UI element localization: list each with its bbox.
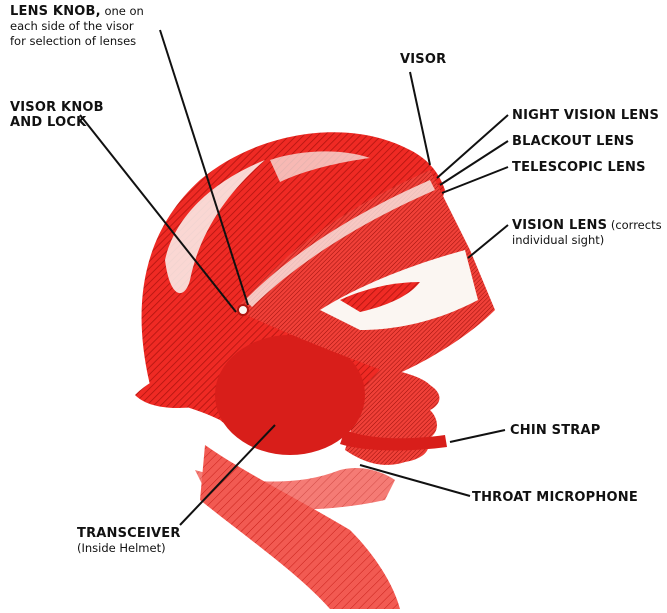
transceiver-title: TRANSCEIVER	[77, 526, 181, 541]
lens-knob-text-3: for selection of lenses	[10, 34, 136, 48]
label-transceiver: TRANSCEIVER (Inside Helmet)	[77, 526, 181, 556]
label-throat-microphone: THROAT MICROPHONE	[472, 490, 638, 505]
label-telescopic-lens: TELESCOPIC LENS	[512, 160, 646, 175]
vision-lens-title: VISION LENS	[512, 218, 607, 233]
label-chin-strap: CHIN STRAP	[510, 423, 601, 438]
label-lens-knob: LENS KNOB, one on each side of the visor…	[10, 4, 144, 49]
leader-vision-lens	[468, 225, 508, 258]
transceiver-sub: (Inside Helmet)	[77, 541, 166, 555]
lens-knob-text-2: each side of the visor	[10, 19, 134, 33]
lens-knob-text-1: one on	[101, 4, 144, 18]
label-blackout-lens: BLACKOUT LENS	[512, 134, 634, 149]
lens-knob-title: LENS KNOB,	[10, 4, 101, 19]
leader-visor	[410, 72, 430, 165]
label-visor-knob: VISOR KNOB AND LOCK	[10, 100, 104, 130]
helmet-brim	[135, 372, 210, 408]
visor-knob-line-2: AND LOCK	[10, 115, 86, 130]
label-vision-lens: VISION LENS (corrects individual sight)	[512, 218, 662, 248]
lens-knob-icon	[238, 305, 248, 315]
leader-telescopic	[442, 167, 508, 193]
vision-lens-text-1: (corrects	[607, 218, 661, 232]
label-visor: VISOR	[400, 52, 446, 67]
vision-lens-text-2: individual sight)	[512, 233, 604, 247]
leader-blackout	[440, 141, 508, 185]
leader-night-vision	[437, 115, 508, 178]
visor-knob-line-1: VISOR KNOB	[10, 100, 104, 115]
leader-chin-strap	[450, 430, 505, 442]
label-night-vision-lens: NIGHT VISION LENS	[512, 108, 659, 123]
